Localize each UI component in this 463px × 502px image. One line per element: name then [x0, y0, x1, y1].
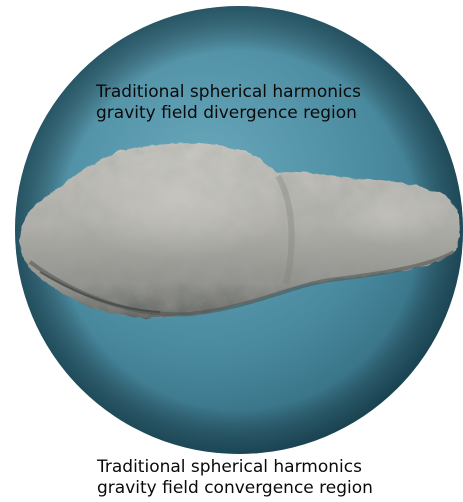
asteroid-shape — [19, 143, 460, 319]
divergence-label-line1: Traditional spherical harmonics — [96, 82, 361, 102]
convergence-label-line1: Traditional spherical harmonics — [97, 457, 362, 477]
convergence-label-line2: gravity field convergence region — [97, 478, 373, 498]
divergence-region-label: Traditional spherical harmonics gravity … — [96, 82, 361, 124]
divergence-label-line2: gravity field divergence region — [96, 103, 357, 123]
convergence-region-label: Traditional spherical harmonics gravity … — [97, 457, 373, 499]
